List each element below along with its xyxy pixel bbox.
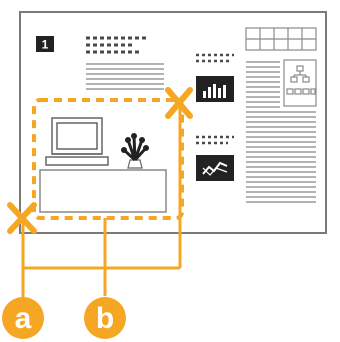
bar-chart-icon	[196, 76, 234, 102]
monitor-icon	[46, 118, 108, 165]
marker-a-label: a	[15, 302, 32, 335]
marker-a-badge: a	[2, 297, 44, 339]
marker-b-label: b	[96, 302, 114, 335]
marker-b-badge: b	[84, 297, 126, 339]
line-chart-icon	[196, 155, 234, 181]
desk-shelf	[40, 170, 166, 212]
org-chart-icon	[284, 60, 316, 106]
page-number-box: 1	[36, 36, 54, 52]
page-number: 1	[42, 38, 49, 52]
